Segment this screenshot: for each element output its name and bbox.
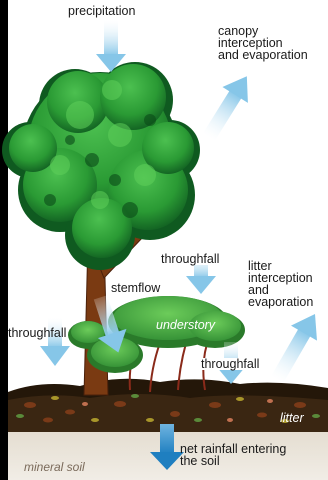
- litter-interception-label: litter interception and evaporation: [248, 260, 313, 308]
- precipitation-arrow: [96, 20, 126, 72]
- understory-label: understory: [156, 319, 215, 331]
- litter-evaporation-arrow: [264, 307, 328, 388]
- throughfall-center-label: throughfall: [160, 253, 220, 265]
- canopy-evaporation-arrow: [196, 68, 260, 145]
- litter-label: litter: [280, 412, 304, 424]
- tree-canopy: [2, 62, 200, 270]
- mineral-soil-label: mineral soil: [24, 461, 85, 473]
- net-rainfall-label: net rainfall entering the soil: [180, 443, 286, 467]
- stemflow-label: stemflow: [111, 282, 160, 294]
- throughfall-left-label: throughfall: [8, 327, 66, 339]
- throughfall-right-label: throughfall: [200, 358, 260, 370]
- canopy-interception-label: canopy interception and evaporation: [218, 25, 308, 61]
- precipitation-label: precipitation: [68, 5, 135, 17]
